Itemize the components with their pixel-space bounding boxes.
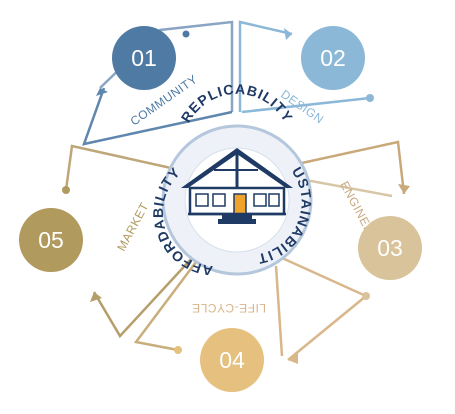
- step-circle-05: [19, 208, 83, 272]
- step-02: 02: [301, 26, 365, 90]
- step-number-03: 03: [377, 235, 403, 261]
- connector-01-arm: [82, 87, 233, 146]
- connector-02-arm: [241, 96, 371, 114]
- step-circle-01: [112, 26, 176, 90]
- step-number-04: 04: [219, 347, 245, 373]
- step-circle-03: [358, 216, 422, 280]
- step-circle-02: [301, 26, 365, 90]
- end-dot: [174, 346, 182, 354]
- end-dot: [62, 186, 70, 194]
- connector-04-arm: [274, 265, 284, 357]
- house-icon: [181, 148, 293, 224]
- step-03: 03: [358, 216, 422, 280]
- connector-05-arm: [92, 257, 193, 339]
- step-number-02: 02: [320, 45, 346, 71]
- end-dot: [182, 30, 190, 38]
- end-dots: [62, 30, 374, 354]
- connector-05b: [64, 144, 181, 191]
- step-number-01: 01: [131, 45, 157, 71]
- step-05: 05: [19, 208, 83, 272]
- arrowhead: [398, 184, 410, 194]
- segment-label-life-cycle: LIFE-CYCLE: [192, 301, 266, 315]
- arrowhead: [90, 292, 102, 302]
- step-circle-04: [200, 328, 264, 392]
- arrowhead: [288, 352, 298, 364]
- step-number-05: 05: [38, 227, 64, 253]
- connector-02: [238, 20, 293, 112]
- step-01: 01: [112, 26, 176, 90]
- end-dot: [362, 292, 370, 300]
- arrowhead: [96, 88, 108, 96]
- ring-label-replicability: REPLICABILITY: [178, 81, 297, 125]
- arrowhead: [284, 28, 292, 40]
- end-dot: [366, 94, 374, 102]
- connector-04: [281, 256, 369, 361]
- arrowheads: [90, 28, 410, 364]
- segment-label-market: MARKET: [114, 200, 151, 254]
- step-04: 04: [200, 328, 264, 392]
- connector-03: [287, 140, 406, 195]
- connector-05: [133, 261, 197, 352]
- door-icon: [233, 193, 247, 215]
